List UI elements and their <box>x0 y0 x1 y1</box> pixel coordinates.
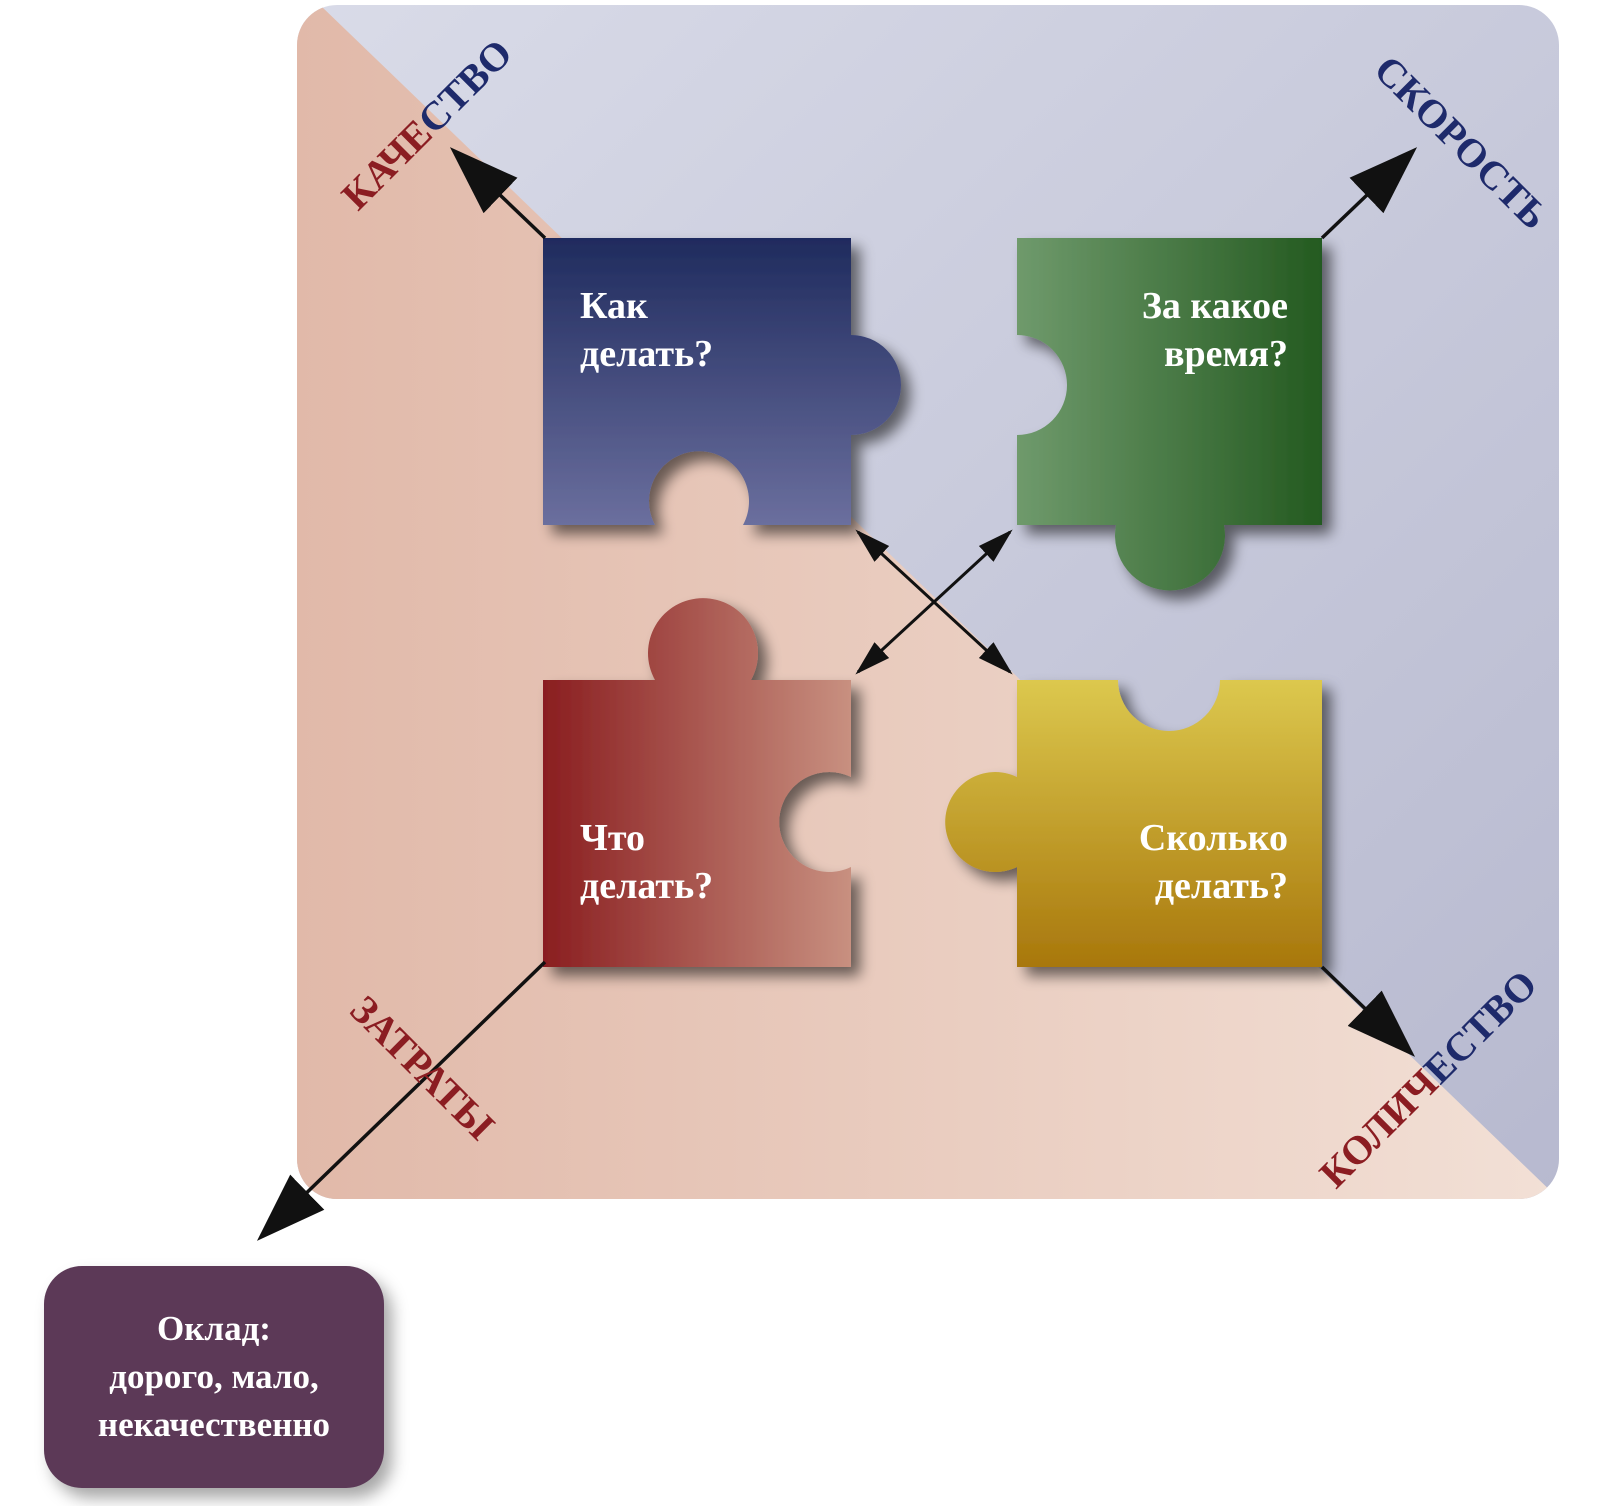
piece-how-line1: Как <box>580 285 648 327</box>
arrow-speed <box>1320 147 1418 240</box>
puzzle-piece-when: За какое время? <box>1017 238 1322 591</box>
arrow-quantity <box>1320 965 1416 1057</box>
center-arrow-diagonal-2 <box>855 529 1013 675</box>
puzzle-piece-how: Как делать? <box>543 238 901 525</box>
piece-when-line1: За какое <box>1142 285 1288 327</box>
salary-line3: некачественно <box>97 1405 331 1444</box>
arrow-costs <box>256 960 547 1241</box>
salary-box: Оклад: дорого, мало, некачественно <box>44 1266 384 1488</box>
piece-how-line2: делать? <box>580 333 713 375</box>
piece-how-much-line2: делать? <box>1155 865 1288 907</box>
piece-how-much-line1: Сколько <box>1139 817 1288 859</box>
piece-what-line1: Что <box>580 817 645 859</box>
puzzle-piece-what: Что делать? <box>543 598 851 967</box>
salary-line2: дорого, мало, <box>109 1357 319 1396</box>
arrow-quality <box>449 147 547 240</box>
piece-what-line2: делать? <box>580 865 713 907</box>
salary-line1: Оклад: <box>157 1309 271 1348</box>
piece-when-line2: время? <box>1164 333 1288 375</box>
puzzle-piece-how-much: Сколько делать? <box>945 680 1322 967</box>
